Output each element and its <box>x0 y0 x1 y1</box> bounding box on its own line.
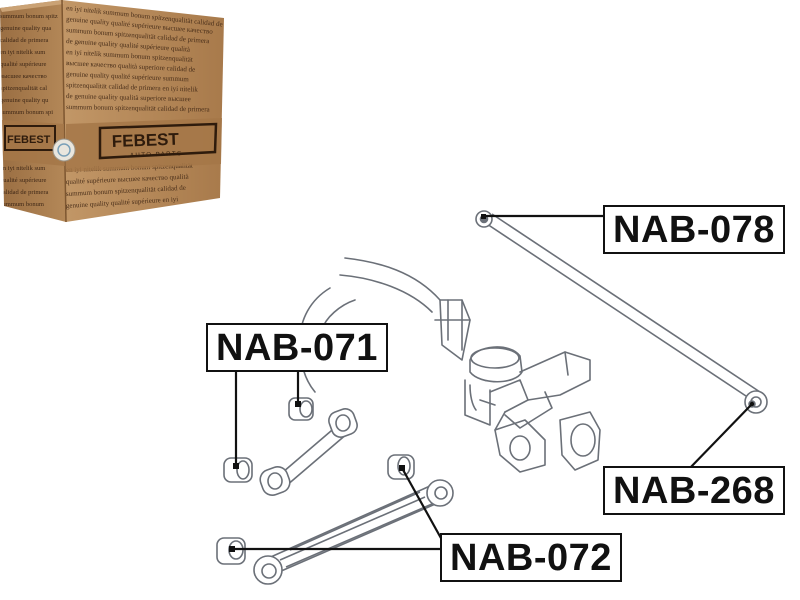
leader-lines <box>232 214 753 551</box>
label-nab-078: NAB-078 <box>603 205 785 254</box>
box-logo-text: FEBEST <box>111 130 179 151</box>
box-logo-text-side: FEBEST <box>7 134 51 146</box>
box-logo-subtext: AUTO PARTS <box>130 151 183 159</box>
svg-text:spitzenqualität cal: spitzenqualität cal <box>0 85 47 92</box>
svg-text:summum bonum spitz: summum bonum spitz <box>0 13 58 20</box>
svg-text:calidad de primera: calidad de primera <box>0 37 48 44</box>
box-left-face <box>0 0 66 222</box>
svg-text:summum bonum spi: summum bonum spi <box>0 109 53 116</box>
svg-text:en iyi nitelik sum: en iyi nitelik sum <box>0 49 45 56</box>
svg-text:summum bonum: summum bonum <box>0 201 44 208</box>
box-sticker-icon <box>52 138 76 162</box>
svg-text:genuine quality qu: genuine quality qu <box>0 97 49 104</box>
leader-anchor-dots <box>229 214 486 552</box>
svg-text:calidad de primera: calidad de primera <box>0 189 48 196</box>
leader-nab-072-b <box>401 467 443 541</box>
svg-text:en iyi nitelik sum: en iyi nitelik sum <box>0 165 45 172</box>
box-pattern-text-left: summum bonum spitz genuine quality qua c… <box>0 13 58 208</box>
svg-text:genuine quality qua: genuine quality qua <box>0 25 51 32</box>
lateral-rod <box>475 210 768 414</box>
leader-nab-268 <box>687 403 753 471</box>
box-top-edge <box>0 0 64 12</box>
svg-text:qualité supérieure: qualité supérieure <box>0 177 46 184</box>
label-nab-072: NAB-072 <box>440 533 622 582</box>
svg-text:qualité supérieure: qualité supérieure <box>0 61 46 68</box>
svg-text:summum bonum spitzenqualität c: summum bonum spitzenqualität calidad de … <box>66 103 211 114</box>
label-nab-268: NAB-268 <box>603 466 785 515</box>
product-box-image: en iyi nitelik summum bonum spitzenquali… <box>0 0 224 223</box>
upper-control-arm <box>223 397 358 496</box>
svg-text:высшее качество: высшее качество <box>0 73 47 80</box>
label-nab-071: NAB-071 <box>206 323 388 372</box>
svg-text:de genuine quality qualità sup: de genuine quality qualità superiore выс… <box>66 92 191 103</box>
